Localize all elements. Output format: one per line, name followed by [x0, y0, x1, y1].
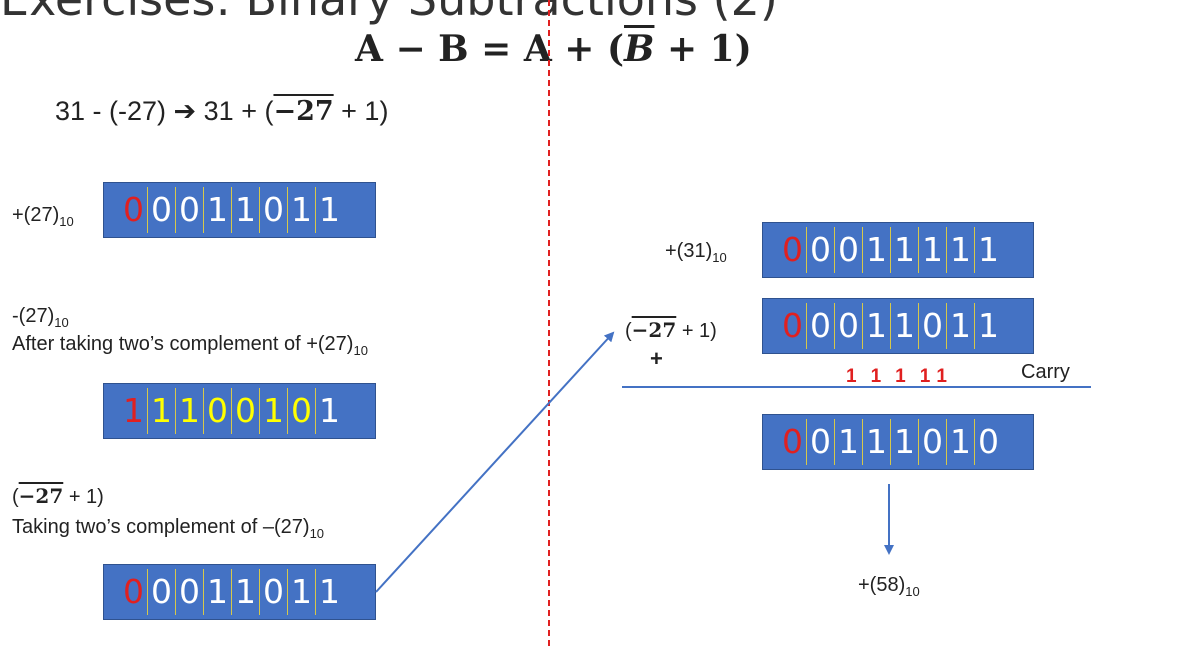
bit: 0	[806, 227, 834, 273]
bit: 1	[918, 227, 946, 273]
expression-overline: −27	[273, 96, 334, 127]
problem-expression: 31 - (-27) ➔ 31 + (−27 + 1)	[55, 96, 388, 127]
register-comp: 0 0 0 1 1 0 1 1	[103, 564, 376, 620]
expression-prefix: 31 - (-27) ➔ 31 + (	[55, 96, 274, 126]
bit: 0	[259, 569, 287, 615]
bit: 0	[259, 187, 287, 233]
bit: 0	[123, 190, 144, 229]
bit: 0	[918, 419, 946, 465]
bit: 1	[315, 569, 343, 615]
bit: 1	[974, 227, 1002, 273]
register-pos31: 0 0 0 1 1 1 1 1	[762, 222, 1034, 278]
bit: 1	[287, 187, 315, 233]
plus-sign: +	[650, 346, 663, 371]
bit: 1	[231, 569, 259, 615]
formula-part-2: + 1)	[654, 28, 752, 70]
slide-title: Exercises: Binary Subtractions (2)	[0, 0, 778, 26]
bit: 1	[259, 388, 287, 434]
bit: 1	[890, 419, 918, 465]
neg27-label: -(27)10	[12, 305, 69, 330]
neg27-description: After taking two’s complement of +(27)10	[12, 333, 368, 358]
bit: 1	[315, 388, 343, 434]
bit: 0	[123, 572, 144, 611]
bit: 0	[782, 422, 803, 461]
bit: 0	[231, 388, 259, 434]
bit: 0	[974, 419, 1002, 465]
bit: 0	[834, 227, 862, 273]
bit: 1	[862, 303, 890, 349]
bit: 0	[175, 569, 203, 615]
bit: 0	[147, 187, 175, 233]
register-right-comp: 0 0 0 1 1 0 1 1	[762, 298, 1034, 354]
bit: 1	[123, 391, 144, 430]
bit: 1	[890, 303, 918, 349]
pos27-label: +(27)10	[12, 204, 74, 229]
bit: 0	[175, 187, 203, 233]
bit: 0	[287, 388, 315, 434]
subtraction-formula: A − B = A + (B + 1)	[355, 28, 752, 70]
bit: 1	[287, 569, 315, 615]
bit: 1	[175, 388, 203, 434]
result-label: +(58)10	[858, 574, 920, 599]
bit: 1	[946, 419, 974, 465]
bit: 1	[203, 187, 231, 233]
bit: 0	[918, 303, 946, 349]
bit: 0	[806, 303, 834, 349]
bit: 1	[147, 388, 175, 434]
formula-b-bar: B	[624, 28, 655, 70]
bit: 1	[946, 303, 974, 349]
right-comp-label: (−27 + 1)	[625, 318, 717, 342]
pos31-label: +(31)10	[665, 240, 727, 265]
bit: 1	[974, 303, 1002, 349]
carry-bit: 1	[870, 366, 882, 387]
transfer-arrow	[375, 331, 615, 593]
bit: 1	[315, 187, 343, 233]
bit: 0	[147, 569, 175, 615]
carry-label: Carry	[1021, 361, 1070, 383]
expression-suffix: + 1)	[333, 96, 389, 126]
bit: 0	[782, 230, 803, 269]
register-result: 0 0 1 1 1 0 1 0	[762, 414, 1034, 470]
carry-bit: 1	[846, 366, 857, 387]
register-neg27: 1 1 1 0 0 1 0 1	[103, 383, 376, 439]
bit: 1	[231, 187, 259, 233]
bit: 0	[806, 419, 834, 465]
carry-bit: 1	[895, 366, 906, 387]
carry-bit: 1	[919, 366, 931, 387]
carry-bit: 1	[936, 366, 947, 387]
comp-label: (−27 + 1)	[12, 484, 104, 508]
bit: 1	[203, 569, 231, 615]
formula-part-1: A − B = A + (	[355, 28, 625, 70]
bit: 1	[862, 227, 890, 273]
bit: 0	[834, 303, 862, 349]
bit: 1	[862, 419, 890, 465]
bit: 0	[203, 388, 231, 434]
bit: 1	[834, 419, 862, 465]
comp-description: Taking two’s complement of –(27)10	[12, 516, 325, 541]
bit: 1	[890, 227, 918, 273]
bit: 1	[946, 227, 974, 273]
bit: 0	[782, 306, 803, 345]
register-pos27: 0 0 0 1 1 0 1 1	[103, 182, 376, 238]
